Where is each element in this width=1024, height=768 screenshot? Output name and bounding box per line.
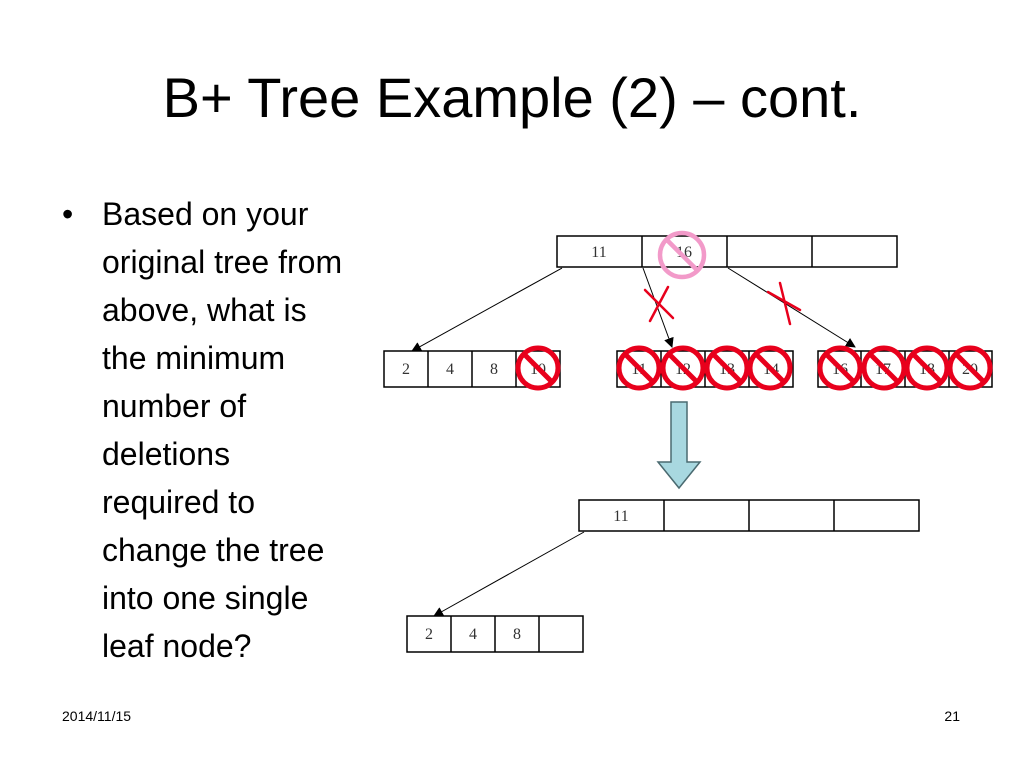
root-key: 11 (613, 508, 628, 525)
bullet-line: the minimum (102, 340, 286, 376)
leaf-key: 4 (469, 626, 477, 643)
prohibit-icon (660, 345, 706, 391)
result-root-node: 11 (578, 499, 920, 532)
bullet-line: above, what is (102, 292, 307, 328)
leaf-key: 2 (425, 626, 433, 643)
pointer-arrow (411, 267, 563, 352)
bullet-line: required to (102, 484, 255, 520)
bullet-line: leaf node? (102, 628, 252, 664)
cross-mark-icon (643, 285, 675, 323)
cross-mark-icon (766, 281, 802, 326)
leaf-key: 4 (446, 361, 454, 378)
bullet-list: • Based on your original tree from above… (62, 190, 402, 670)
bullet-text: Based on your original tree from above, … (102, 190, 402, 670)
prohibit-icon (947, 345, 993, 391)
prohibit-icon (817, 345, 863, 391)
bullet-symbol: • (62, 196, 74, 232)
result-leaf-node: 2 4 8 (406, 615, 584, 653)
slide-title: B+ Tree Example (2) – cont. (162, 66, 862, 129)
bullet-line: into one single (102, 580, 309, 616)
root-key: 16 (676, 244, 692, 261)
page-number: 21 (944, 708, 960, 724)
prohibit-icon (904, 345, 950, 391)
footer-date: 2014/11/15 (62, 708, 132, 724)
leaf-key: 2 (402, 361, 410, 378)
leaf-key: 8 (513, 626, 521, 643)
original-leaf-node: 2 4 8 10 (383, 350, 561, 388)
bullet-line: change the tree (102, 532, 325, 568)
root-key: 11 (591, 244, 606, 261)
leaf-key: 8 (490, 361, 498, 378)
prohibit-icon (861, 345, 907, 391)
prohibit-icon (747, 345, 793, 391)
prohibit-icon (704, 345, 750, 391)
pointer-arrow (727, 267, 856, 348)
bullet-line: deletions (102, 436, 231, 472)
prohibit-icon (515, 345, 561, 391)
pointer-arrow (433, 531, 585, 617)
prohibit-icon (616, 345, 662, 391)
bullet-line: Based on your (102, 196, 309, 232)
down-arrow-icon (656, 401, 702, 490)
bullet-line: original tree from (102, 244, 343, 280)
original-root-node: 11 16 (556, 235, 898, 268)
prohibit-pink-icon (657, 230, 707, 280)
bullet-line: number of (102, 388, 247, 424)
